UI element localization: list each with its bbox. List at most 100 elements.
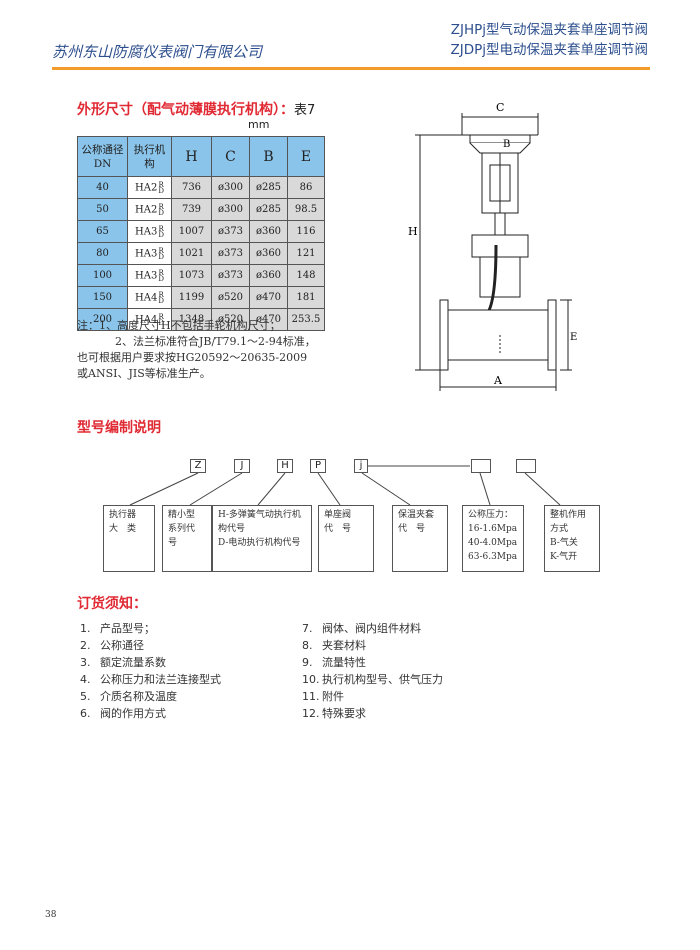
cell-dn: 65 <box>77 220 128 243</box>
desc-single-seat: 单座阀代 号 <box>318 505 374 572</box>
cell-h: 1073 <box>171 264 212 287</box>
cell-c: ø300 <box>211 198 250 221</box>
cell-dn: 80 <box>77 242 128 265</box>
list-item: 5.介质名称及温度 <box>80 690 177 703</box>
cell-dn: 200 <box>77 308 128 331</box>
list-item: 7.阀体、阀内组件材料 <box>302 622 421 635</box>
header-h: H <box>171 136 212 177</box>
header-c: C <box>211 136 250 177</box>
model-code-title: 型号编制说明 <box>77 420 161 436</box>
unit-label: mm <box>248 118 270 131</box>
dim-label-b: B <box>503 139 510 150</box>
cell-h: 739 <box>171 198 212 221</box>
list-item: 2.公称通径 <box>80 639 144 652</box>
list-item: 11.附件 <box>302 690 344 703</box>
actuator-model: HA2 <box>135 204 158 215</box>
code-box-p: P <box>310 459 326 473</box>
list-item: 9.流量特性 <box>302 656 366 669</box>
ordering-title: 订货须知： <box>77 596 147 612</box>
cell-b: ø285 <box>249 176 288 199</box>
code-box-j: J <box>234 459 250 473</box>
page-number: 38 <box>45 910 57 920</box>
list-item: 3.额定流量系数 <box>80 656 166 669</box>
actuator-model: HA2 <box>135 182 158 193</box>
cell-c: ø300 <box>211 176 250 199</box>
desc-jacket: 保温夹套代 号 <box>392 505 448 572</box>
header-divider <box>52 67 650 70</box>
cell-b: ø470 <box>249 308 288 331</box>
code-box-z: Z <box>190 459 206 473</box>
code-box-h: H <box>277 459 293 473</box>
note-1: 注：1、高度尺寸H不包括手轮机构尺寸； <box>77 319 281 332</box>
list-item: 6.阀的作用方式 <box>80 707 166 720</box>
valve-dimension-drawing: C B H E A <box>408 101 577 391</box>
list-item: 4.公称压力和法兰连接型式 <box>80 673 221 686</box>
list-item: 1.产品型号； <box>80 622 155 635</box>
actuator-model: HA3 <box>135 270 158 281</box>
cell-c: ø520 <box>211 286 250 309</box>
cell-h: 1348 <box>171 308 212 331</box>
cell-b: ø360 <box>249 220 288 243</box>
cell-c: ø373 <box>211 264 250 287</box>
list-item: 12.特殊要求 <box>302 707 366 720</box>
ordering-list-right: 7.阀体、阀内组件材料 8.夹套材料 9.流量特性 10.执行机构型号、供气压力 11.… <box>302 620 443 722</box>
actuator-model: HA3 <box>135 248 158 259</box>
actuator-model: HA4 <box>135 292 158 303</box>
note-4: 或ANSI、JIS等标准生产。 <box>77 367 211 380</box>
cell-c: ø373 <box>211 242 250 265</box>
dim-label-e: E <box>570 332 577 343</box>
cell-e: 116 <box>287 220 325 243</box>
list-item: 8.夹套材料 <box>302 639 366 652</box>
header-e: E <box>287 136 325 177</box>
code-box-jacket: j <box>354 459 368 473</box>
note-3: 也可根据用户要求按HG20592～20635-2009 <box>77 351 308 364</box>
actuator-model: HA3 <box>135 226 158 237</box>
code-box-pressure <box>471 459 491 473</box>
cell-b: ø285 <box>249 198 288 221</box>
dimensions-title: 外形尺寸（配气动薄膜执行机构）：表7 <box>77 102 316 118</box>
actuator-model: HA4 <box>135 314 158 325</box>
ordering-list-left: 1.产品型号； 2.公称通径 3.额定流量系数 4.公称压力和法兰连接型式 5.介质名称… <box>80 620 221 722</box>
table-number: 表7 <box>294 103 316 118</box>
dim-label-h: H <box>408 225 418 238</box>
product-title-pneumatic: ZJHPj型气动保温夹套单座调节阀 <box>450 22 648 38</box>
product-titles: ZJHPj型气动保温夹套单座调节阀 ZJDPj型电动保温夹套单座调节阀 <box>450 20 648 60</box>
note-2: 2、法兰标准符合JB/T79.1～2-94标准， <box>115 335 316 348</box>
cell-h: 1021 <box>171 242 212 265</box>
company-name: 苏州东山防腐仪表阀门有限公司 <box>52 43 263 61</box>
cell-e: 121 <box>287 242 325 265</box>
desc-actuator-class: 执行器大 类 <box>103 505 155 572</box>
product-title-electric: ZJDPj型电动保温夹套单座调节阀 <box>450 42 648 58</box>
cell-c: ø520 <box>211 308 250 331</box>
desc-series: 精小型系列代号 <box>162 505 212 572</box>
code-box-action <box>516 459 536 473</box>
cell-h: 1007 <box>171 220 212 243</box>
list-item: 10.执行机构型号、供气压力 <box>302 673 443 686</box>
dim-label-a: A <box>493 374 503 387</box>
cell-b: ø360 <box>249 264 288 287</box>
cell-e: 253.5 <box>287 308 325 331</box>
cell-dn: 150 <box>77 286 128 309</box>
cell-e: 181 <box>287 286 325 309</box>
